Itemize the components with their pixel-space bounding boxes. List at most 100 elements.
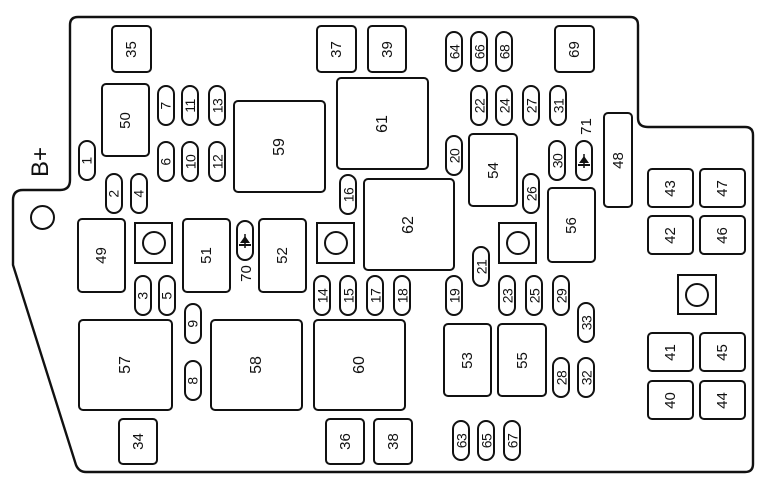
component-label: 37 (328, 40, 345, 58)
relay-38: 38 (373, 418, 413, 465)
diode-icon (578, 153, 590, 168)
component-label: 52 (274, 247, 291, 264)
fuse-7: 7 (157, 85, 175, 126)
component-label: 26 (523, 186, 540, 201)
component-label: 48 (609, 151, 627, 169)
component-label: 43 (662, 179, 679, 197)
fuse-66: 66 (470, 31, 488, 72)
component-label: 64 (446, 44, 463, 59)
fuse-65: 65 (477, 420, 495, 461)
component-label: 23 (499, 288, 516, 303)
stud-terminal (498, 222, 537, 264)
relay-47: 47 (699, 168, 746, 208)
component-label: 56 (563, 216, 580, 234)
component-label: 65 (478, 433, 495, 448)
relay-57: 57 (78, 319, 173, 411)
relay-48: 48 (603, 112, 633, 208)
fuse-4: 4 (130, 173, 148, 214)
component-label: 10 (182, 154, 199, 169)
component-label: 51 (198, 247, 215, 264)
stud-terminal (134, 222, 173, 264)
mounting-hole (30, 205, 55, 230)
component-label: 60 (350, 356, 368, 374)
stud-circle (685, 282, 709, 307)
component-label: 11 (181, 98, 198, 113)
component-label: 39 (378, 40, 396, 58)
fuse-29: 29 (552, 275, 570, 316)
component-label: 68 (496, 44, 513, 59)
diode-71 (575, 140, 593, 181)
component-label: 49 (93, 247, 110, 264)
component-label: 24 (496, 98, 513, 113)
fuse-16: 16 (339, 174, 357, 215)
component-label: 50 (117, 111, 134, 129)
fuse-17: 17 (366, 275, 384, 316)
relay-53: 53 (443, 323, 492, 397)
fuse-18: 18 (393, 275, 411, 316)
component-label: 40 (662, 391, 679, 409)
component-label: 31 (550, 98, 567, 113)
component-label: 62 (399, 215, 417, 234)
fuse-20: 20 (445, 135, 463, 176)
fuse-2: 2 (105, 173, 123, 214)
component-label: 59 (270, 137, 288, 156)
fuse-31: 31 (549, 85, 567, 126)
diode-label: 70 (237, 265, 255, 282)
fuse-8: 8 (184, 360, 202, 401)
component-label: 17 (367, 288, 384, 303)
component-label: 69 (566, 40, 583, 58)
relay-56: 56 (547, 187, 596, 263)
fuse-26: 26 (522, 173, 540, 214)
fuse-9: 9 (184, 303, 202, 344)
fuse-11: 11 (181, 85, 199, 126)
fuse-23: 23 (498, 275, 516, 316)
relay-50: 50 (101, 83, 150, 157)
component-label: 61 (373, 114, 391, 133)
component-label: 22 (471, 98, 488, 113)
component-label: 35 (123, 40, 140, 58)
fuse-14: 14 (313, 275, 331, 316)
relay-43: 43 (647, 168, 694, 208)
relay-49: 49 (77, 218, 126, 293)
relay-34: 34 (118, 418, 158, 465)
relay-69: 69 (554, 25, 595, 73)
relay-36: 36 (325, 418, 365, 465)
component-label: 46 (714, 226, 731, 244)
component-label: 19 (446, 288, 463, 303)
component-label: 2 (105, 189, 122, 198)
component-label: 3 (134, 291, 151, 300)
relay-59: 59 (233, 100, 326, 193)
component-label: 5 (158, 291, 175, 300)
component-label: 45 (714, 343, 731, 361)
component-label: 21 (473, 259, 490, 274)
component-label: 42 (662, 226, 679, 244)
component-label: 41 (662, 343, 679, 361)
fuse-6: 6 (157, 141, 175, 182)
relay-60: 60 (313, 319, 406, 411)
component-label: 53 (459, 351, 476, 369)
relay-58: 58 (210, 319, 303, 411)
component-label: 29 (553, 288, 570, 303)
stud-terminal (316, 222, 355, 264)
component-label: 18 (394, 288, 411, 303)
relay-39: 39 (367, 25, 407, 73)
component-label: 13 (209, 98, 226, 113)
relay-54: 54 (468, 133, 518, 207)
component-label: 57 (116, 356, 134, 374)
fuse-30: 30 (548, 140, 566, 181)
component-label: 9 (184, 319, 201, 328)
fuse-19: 19 (445, 275, 463, 316)
fuse-33: 33 (577, 302, 595, 343)
diode-70 (236, 220, 254, 261)
fuse-22: 22 (470, 85, 488, 126)
fuse-63: 63 (452, 420, 470, 461)
relay-37: 37 (316, 25, 357, 73)
fuse-67: 67 (503, 420, 521, 461)
component-label: 67 (504, 433, 521, 448)
stud-circle (505, 231, 530, 255)
relay-55: 55 (497, 323, 547, 397)
diode-label: 71 (577, 118, 595, 135)
component-label: 55 (513, 351, 531, 369)
